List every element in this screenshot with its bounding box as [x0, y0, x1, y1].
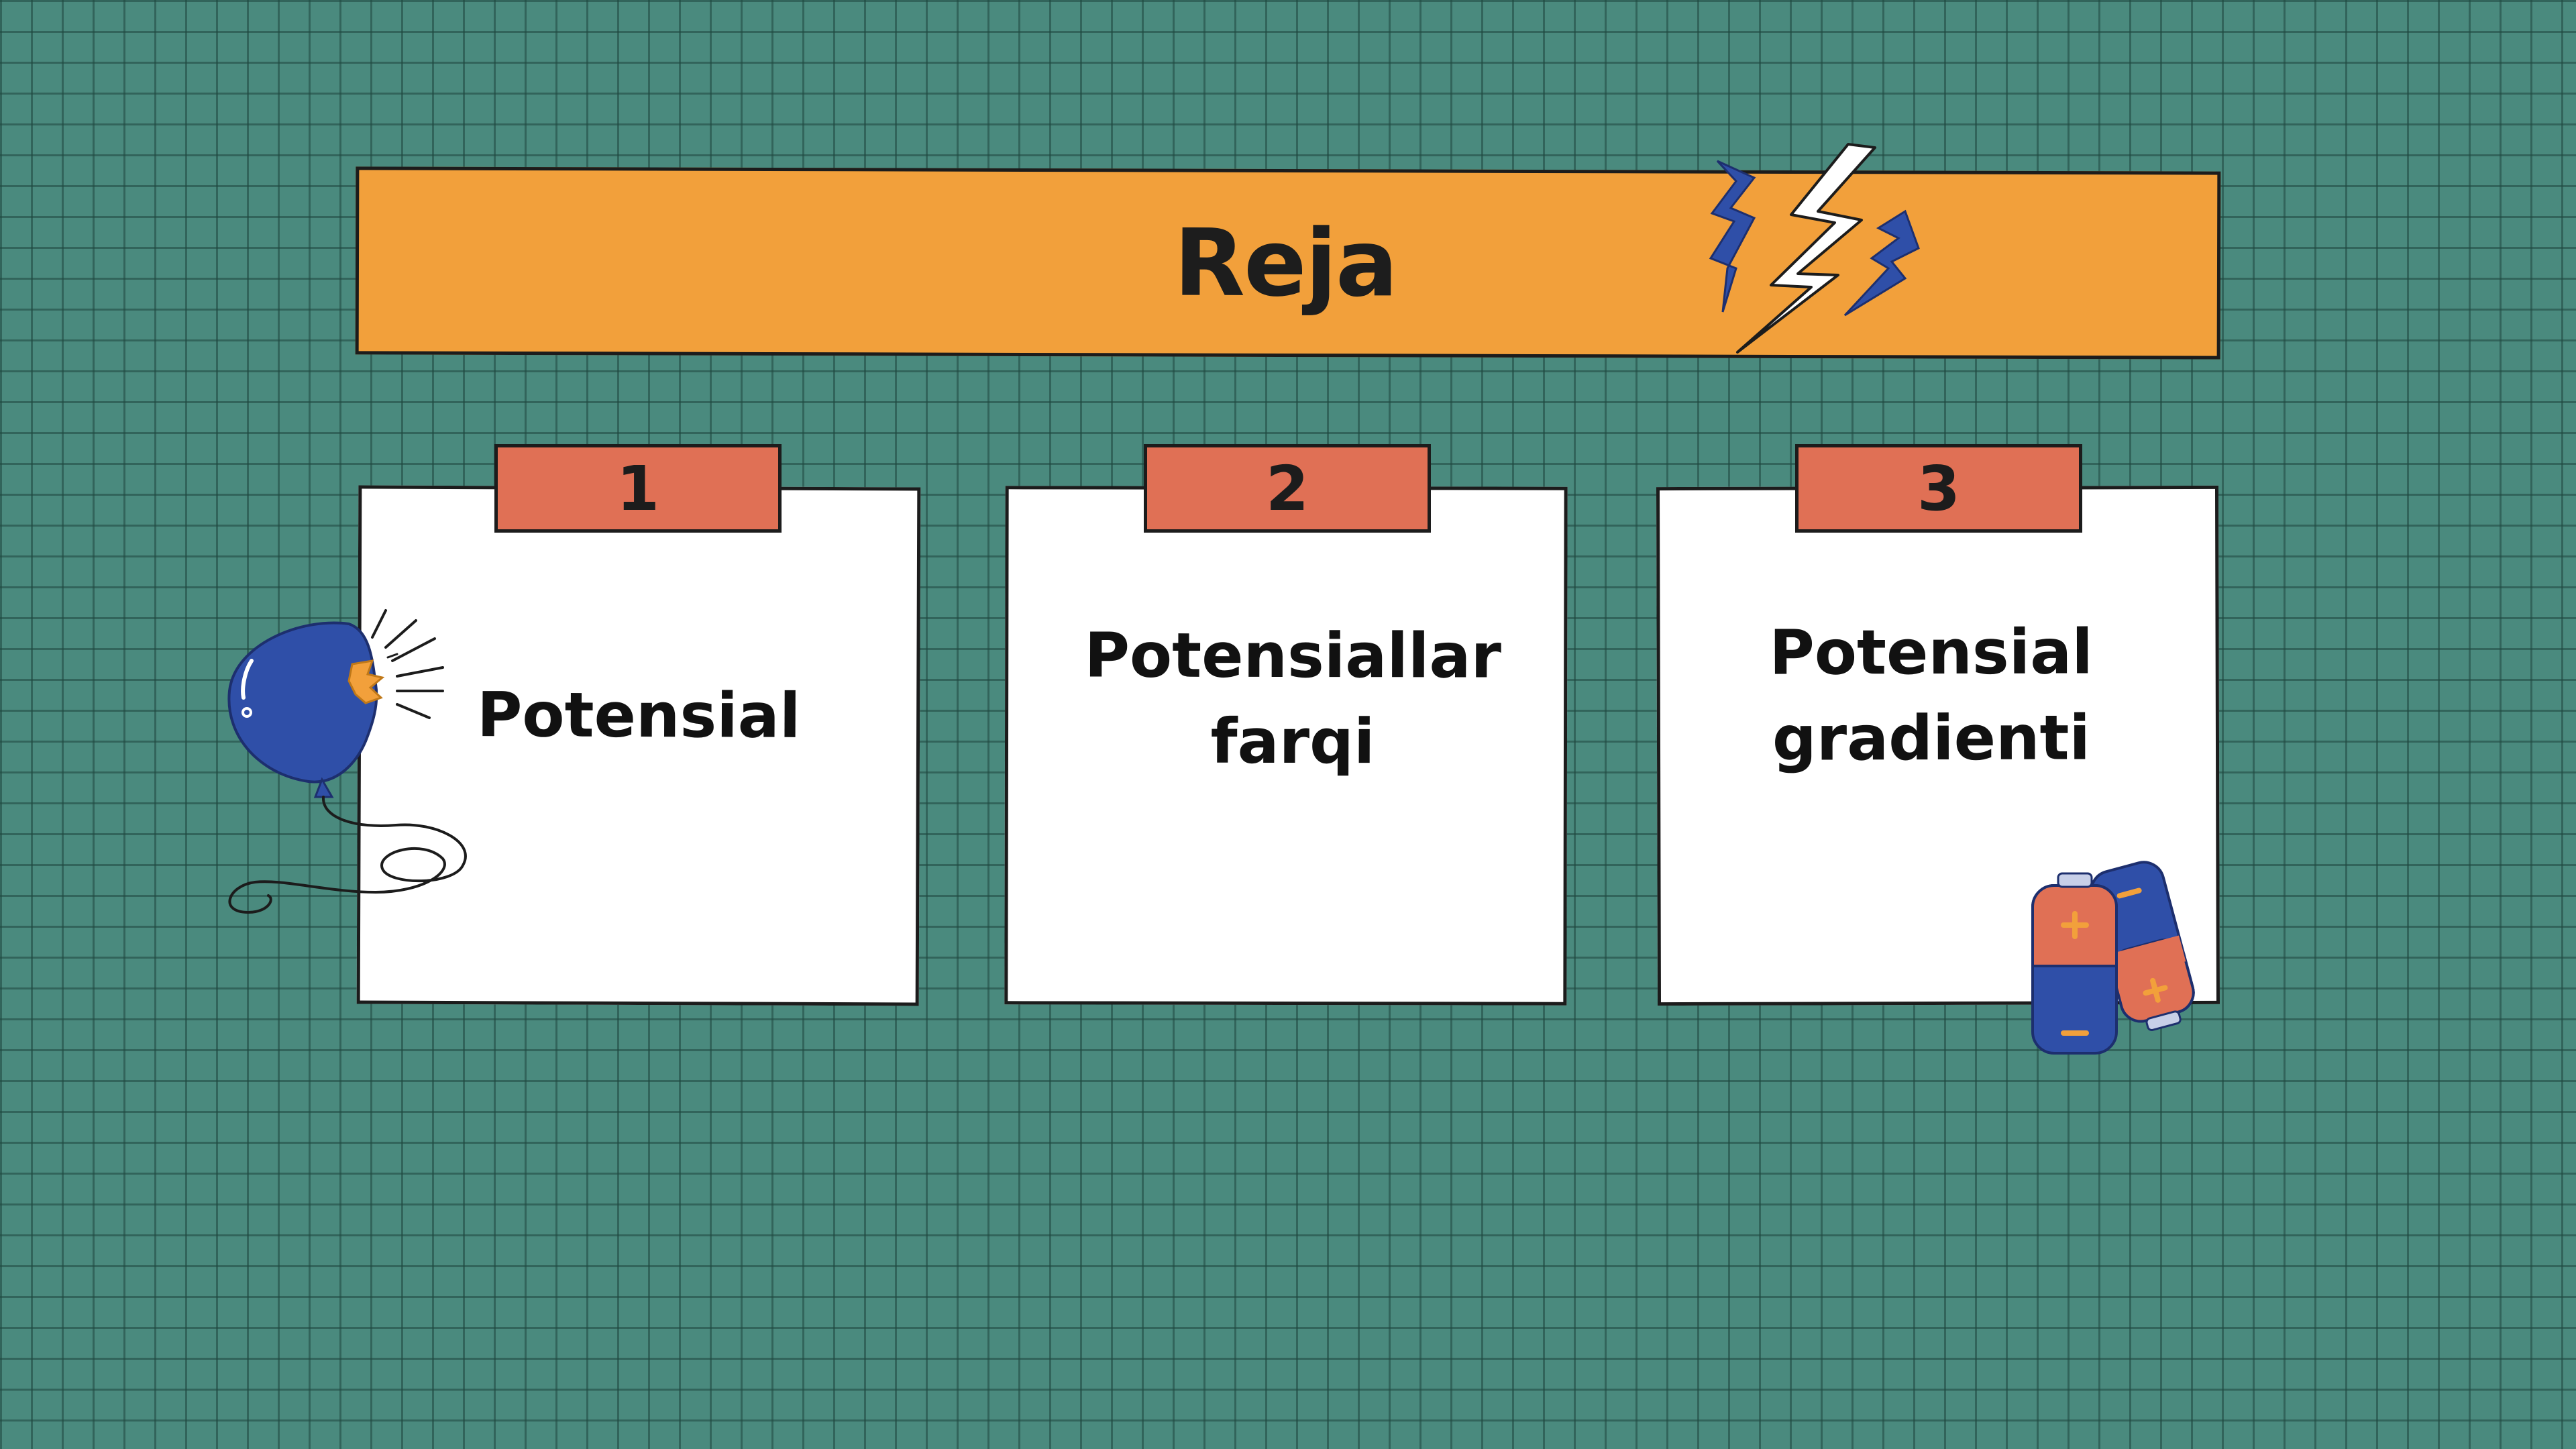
card-potensiallar-farqi: Potensiallar farqi — [1004, 486, 1568, 1006]
card-label: Potensiallar farqi — [1008, 489, 1564, 1002]
batteries-icon — [2031, 861, 2195, 1055]
card-label-line: Potensial — [1769, 615, 2093, 689]
card-label-line: farqi — [1210, 705, 1375, 777]
balloon-icon — [227, 609, 467, 914]
title-bar: Reja — [355, 166, 2221, 360]
slide-title: Reja — [1173, 209, 1397, 317]
card-number-tab: 1 — [494, 444, 782, 533]
card-number-tab: 2 — [1144, 444, 1431, 533]
lightning-icon — [1709, 143, 1920, 354]
card-label-line: Potensial — [476, 678, 801, 752]
card-label-line: gradienti — [1772, 701, 2091, 775]
card-number-tab: 3 — [1795, 444, 2082, 533]
card-label-line: Potensiallar — [1084, 619, 1502, 692]
